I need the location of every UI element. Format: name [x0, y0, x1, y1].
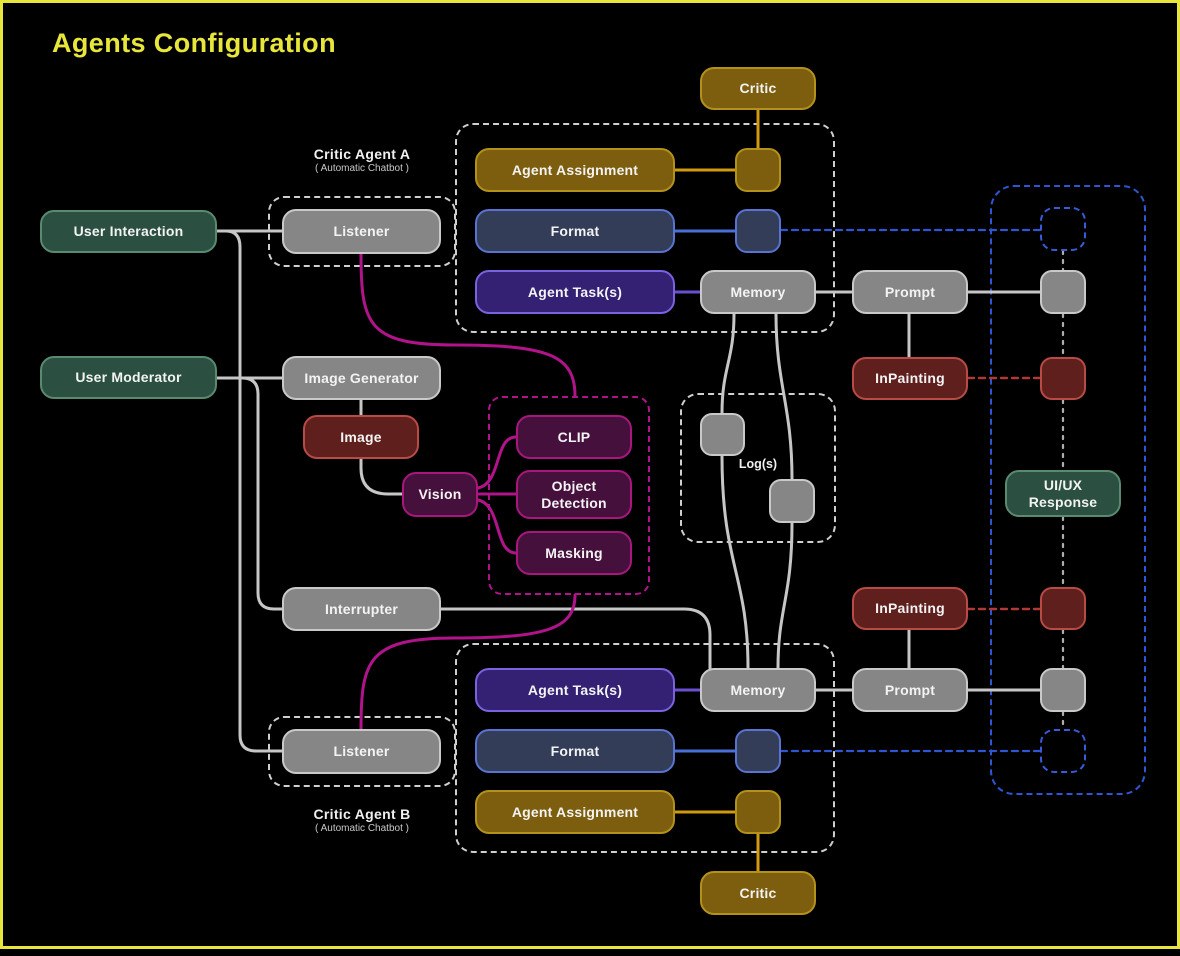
node-log-2	[769, 479, 815, 523]
node-critic-bottom: Critic	[700, 871, 816, 915]
edge-memory-a-log-2	[774, 312, 794, 481]
logs-box	[680, 393, 836, 543]
node-response-slot-top	[1040, 207, 1086, 251]
edge-vision-masking	[476, 498, 518, 555]
node-image: Image	[303, 415, 419, 459]
node-interrupter: Interrupter	[282, 587, 441, 631]
node-object-detection: Object Detection	[516, 470, 632, 519]
node-inpainting-b: InPainting	[852, 587, 968, 630]
node-clip: CLIP	[516, 415, 632, 459]
node-masking: Masking	[516, 531, 632, 575]
node-agent-assignment-b-port	[735, 790, 781, 834]
group-title: Critic Agent A	[313, 146, 411, 162]
group-title: Critic Agent B	[313, 806, 411, 822]
logs-label: Log(s)	[738, 457, 778, 471]
node-listener-a: Listener	[282, 209, 441, 254]
node-agent-tasks-b: Agent Task(s)	[475, 668, 675, 712]
node-critic-top: Critic	[700, 67, 816, 110]
node-format-a-port	[735, 209, 781, 253]
node-log-1	[700, 413, 745, 456]
node-inpainting-b-output	[1040, 587, 1086, 630]
node-memory-b: Memory	[700, 668, 816, 712]
node-format-a: Format	[475, 209, 675, 253]
node-listener-b: Listener	[282, 729, 441, 774]
node-image-generator: Image Generator	[282, 356, 441, 400]
node-prompt-a: Prompt	[852, 270, 968, 314]
edge-interrupter-memory-b	[439, 607, 712, 670]
edge-vision-cluster-listener-b	[359, 593, 577, 731]
node-user-moderator: User Moderator	[40, 356, 217, 399]
node-inpainting-a: InPainting	[852, 357, 968, 400]
node-uiux-response: UI/UX Response	[1005, 470, 1121, 517]
edge-memory-a-log-1	[720, 312, 736, 415]
node-vision: Vision	[402, 472, 478, 517]
group-subtitle: ( Automatic Chatbot )	[315, 823, 409, 834]
node-memory-a: Memory	[700, 270, 816, 314]
group-label-critic-agent-b: Critic Agent B ( Automatic Chatbot )	[268, 806, 456, 834]
edge-log-2-memory-b	[776, 521, 794, 670]
node-agent-tasks-a: Agent Task(s)	[475, 270, 675, 314]
node-format-b: Format	[475, 729, 675, 773]
node-inpainting-a-output	[1040, 357, 1086, 400]
node-agent-assignment-a-port	[735, 148, 781, 192]
edge-log-1-memory-b	[720, 454, 750, 670]
node-prompt-b-output	[1040, 668, 1086, 712]
edge-user-interaction-listener-b	[224, 229, 284, 753]
node-prompt-b: Prompt	[852, 668, 968, 712]
node-user-interaction: User Interaction	[40, 210, 217, 253]
group-subtitle: ( Automatic Chatbot )	[315, 163, 409, 174]
node-format-b-port	[735, 729, 781, 773]
edge-listener-a-vision-cluster	[359, 252, 577, 398]
node-agent-assignment-a: Agent Assignment	[475, 148, 675, 192]
node-prompt-a-output	[1040, 270, 1086, 314]
node-response-slot-bottom	[1040, 729, 1086, 773]
response-box	[990, 185, 1146, 795]
group-box-critic-agent-a	[455, 123, 835, 333]
edge-user-moderator-interrupter	[240, 376, 284, 611]
edge-vision-clip	[476, 435, 518, 490]
edge-image-vision	[359, 457, 404, 496]
page-title: Agents Configuration	[52, 28, 336, 58]
node-agent-assignment-b: Agent Assignment	[475, 790, 675, 834]
group-label-critic-agent-a: Critic Agent A ( Automatic Chatbot )	[268, 146, 456, 174]
group-box-critic-agent-b	[455, 643, 835, 853]
